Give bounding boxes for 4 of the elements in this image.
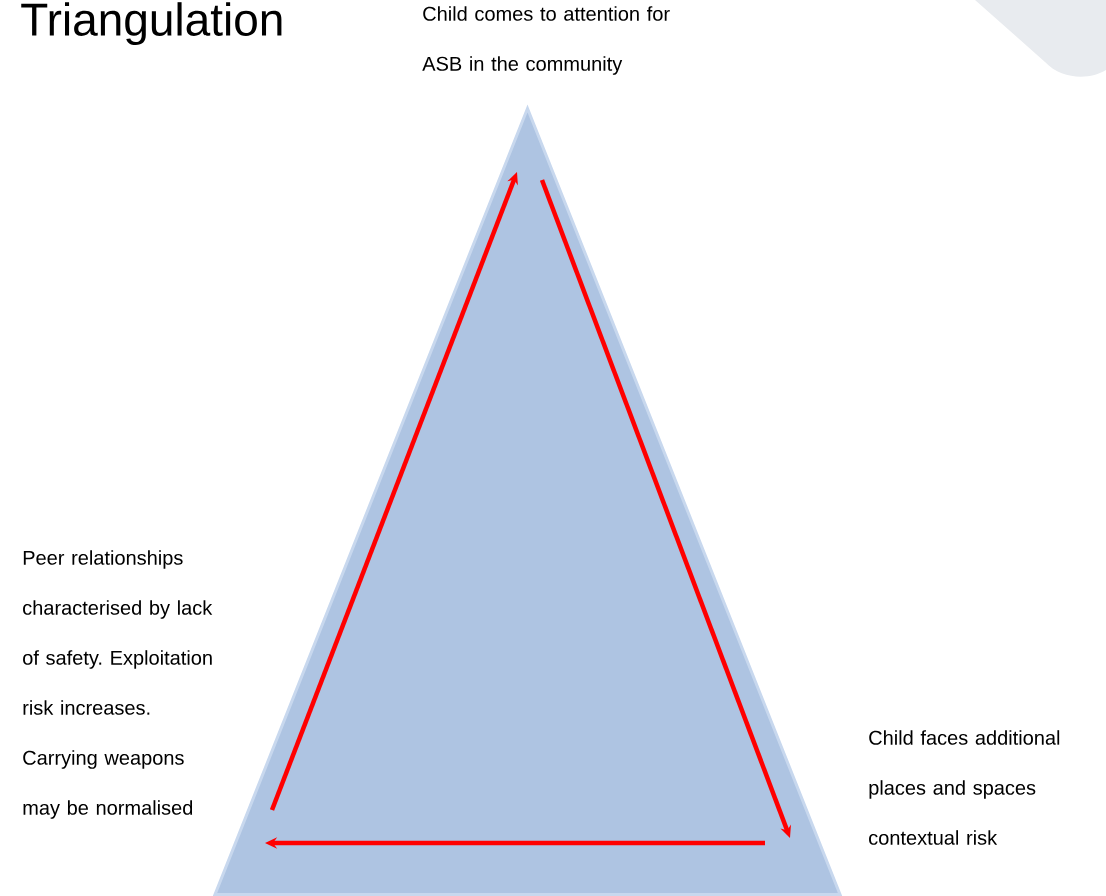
node-text: Child comes to attention for ASB in the community xyxy=(422,6,670,75)
node-text: Child faces additional places and spaces contextual risk xyxy=(869,730,1060,845)
title: Triangulation xyxy=(21,2,282,46)
node-text: Peer relationships characterised by lack of safety. Exploitation risk increases. Carrying weapons may be normalised xyxy=(23,550,213,819)
